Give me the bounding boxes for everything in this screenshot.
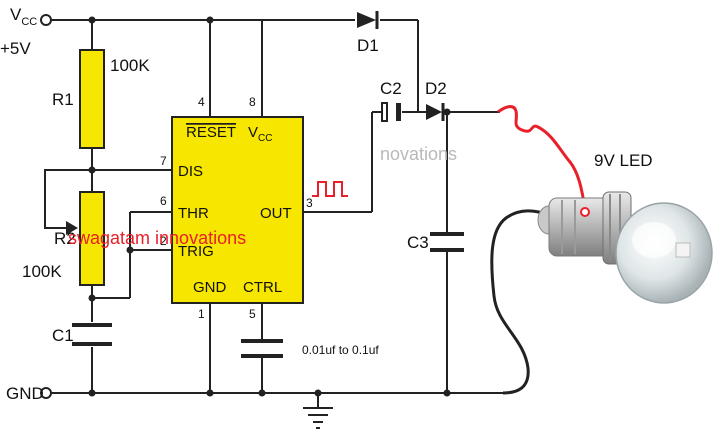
ic-vcc-label: VCC (248, 124, 272, 144)
gnd-terminal (40, 387, 52, 399)
ic-trig-label: TRIG (178, 243, 214, 260)
capacitor-c3 (430, 232, 464, 252)
r2-label: R2 (54, 229, 76, 248)
watermark-red: swagatam innovations (68, 228, 246, 248)
resistor-r1: R1 100K (52, 49, 150, 149)
junction-dots (88, 16, 451, 397)
diode-d1 (357, 11, 379, 29)
r1-value: 100K (110, 56, 150, 75)
ic-ctrl-label: CTRL (243, 279, 282, 296)
r1-label: R1 (52, 90, 74, 109)
led-bulb (537, 191, 713, 304)
d2-label: D2 (425, 79, 447, 98)
watermark-gray: novations (380, 144, 457, 164)
capacitor-ctrl (241, 339, 283, 358)
pin-1: 1 (198, 307, 205, 321)
potentiometer-r2: R2 100K (22, 191, 105, 286)
pin-4: 4 (198, 95, 205, 109)
ic-gnd-label: GND (193, 279, 227, 296)
ic-reset-label: RESET (186, 124, 236, 141)
ctrl-cap-value: 0.01uf to 0.1uf (302, 343, 379, 357)
capacitor-c2 (381, 102, 401, 122)
pin-7: 7 (160, 154, 167, 168)
vcc-terminal (40, 14, 52, 26)
ic-555: RESET VCC DIS THR TRIG OUT GND CTRL (171, 116, 304, 304)
pin-6: 6 (160, 194, 167, 208)
c1-label: C1 (52, 326, 74, 345)
d1-label: D1 (357, 36, 379, 55)
pin-numbers: 4 8 7 6 2 3 1 5 (160, 95, 313, 321)
r2-value: 100K (22, 262, 62, 281)
ic-thr-label: THR (178, 205, 209, 222)
led-wire-red (497, 105, 587, 211)
gnd-label: GND (6, 384, 44, 403)
led-wire-black (490, 209, 550, 395)
capacitor-c1 (72, 323, 112, 346)
c3-label: C3 (407, 233, 429, 252)
ic-dis-label: DIS (178, 163, 203, 180)
pin-2: 2 (160, 234, 167, 248)
square-wave-icon (312, 181, 348, 197)
pin-3: 3 (306, 196, 313, 210)
c2-label: C2 (380, 79, 402, 98)
vcc-value: +5V (0, 39, 31, 58)
ground-icon (303, 407, 333, 429)
pin-5: 5 (249, 307, 256, 321)
pin-8: 8 (249, 95, 256, 109)
wires (44, 19, 505, 407)
led-label: 9V LED (594, 151, 653, 170)
diode-d2 (426, 103, 445, 121)
vcc-label: VCC (10, 5, 37, 28)
ic-out-label: OUT (260, 205, 292, 222)
